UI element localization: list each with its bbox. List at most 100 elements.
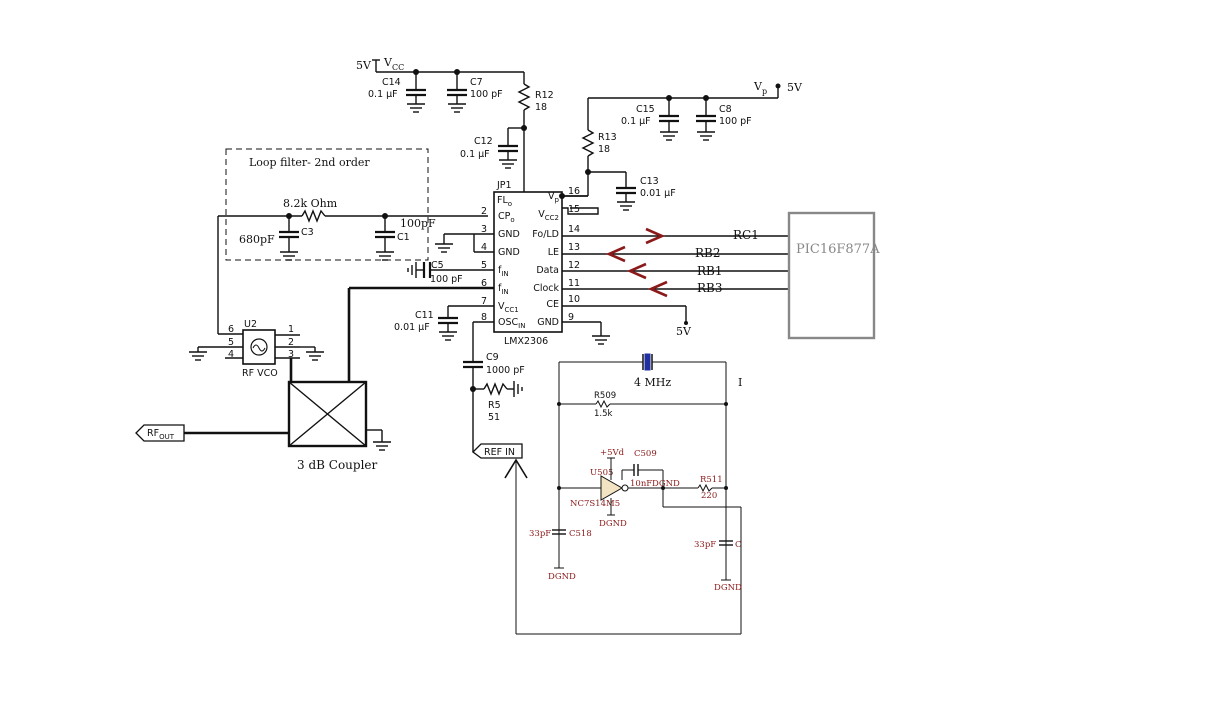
ic-part-number: LMX2306: [504, 336, 548, 347]
loop-resistor-value: 8.2k Ohm: [283, 197, 338, 210]
capacitor-c8: C8 100 pF: [694, 95, 752, 141]
r509-ref: R509: [594, 391, 616, 401]
arrow-right-icon: [645, 227, 666, 245]
signal-rc1: RC1: [733, 228, 759, 242]
vco-pin-3: 3: [288, 349, 294, 360]
coupler-3db: 3 dB Coupler: [184, 288, 392, 472]
ic-pin-6-name: fIN: [498, 283, 509, 296]
capacitor-c7: C7 100 pF: [445, 69, 503, 113]
c-right-gnd: DGND: [714, 583, 742, 593]
c5-value: 100 pF: [430, 274, 463, 285]
ic-pin-2-number: 2: [481, 206, 487, 217]
vcc-volt-label: 5V: [356, 59, 372, 72]
ic-pin-10-number: 10: [568, 294, 580, 305]
ic-pin-2-name: CPo: [498, 211, 515, 224]
vp-label: Vp: [753, 80, 767, 96]
ic-pin-fl-name: FLo: [497, 195, 512, 208]
c-right-ref: C: [735, 540, 742, 550]
control-bus: RC1 RB2 RB1 RB3: [562, 227, 790, 298]
ce-supply-label: 5V: [676, 325, 692, 338]
vcc-label: VCC: [383, 56, 404, 72]
ic-pin-12-name: Data: [536, 265, 559, 276]
ic-pin-7-name: VCC1: [498, 301, 519, 314]
ic-pin-13-number: 13: [568, 242, 580, 253]
r511-value: 220: [701, 491, 717, 501]
r5-ref: R5: [488, 400, 501, 411]
vco-pin-2: 2: [288, 337, 294, 348]
ic-pin-5-number: 5: [481, 260, 487, 271]
c1-value: 100pF: [400, 217, 436, 230]
ic-pin-10-name: CE: [546, 299, 559, 310]
microcontroller-pic16f877a: PIC16F877A: [787, 211, 880, 340]
c3-ref: C3: [301, 227, 314, 238]
ic-pin-9-number: 9: [568, 312, 574, 323]
c11-value: 0.01 µF: [394, 322, 430, 333]
resistor-r12: R12 18: [517, 72, 554, 196]
ic-pin-4-name: GND: [498, 247, 520, 258]
ic-pin-4-number: 4: [481, 242, 487, 253]
c14-ref: C14: [382, 77, 401, 88]
ic-pin-6-number: 6: [481, 278, 487, 289]
capacitor-c12: C12 0.1 µF: [460, 125, 527, 169]
capacitor-c14: C14 0.1 µF: [368, 69, 428, 113]
coupler-label: 3 dB Coupler: [297, 458, 378, 472]
oscillator-icon: [250, 338, 268, 356]
vco-pin-6: 6: [228, 324, 234, 335]
vco-pin-5: 5: [228, 337, 234, 348]
ic-pin-5-name: fIN: [498, 265, 509, 278]
u505-gnd: DGND: [599, 519, 627, 529]
signal-rb3: RB3: [697, 281, 723, 295]
ic-pin-11-name: Clock: [533, 283, 559, 294]
vco-ref: U2: [244, 319, 257, 330]
capacitor-c15: C15 0.1 µF: [621, 95, 681, 141]
c1-ref: C1: [397, 232, 410, 243]
ic-pin-7-number: 7: [481, 296, 487, 307]
ic-pin-3-number: 3: [481, 224, 487, 235]
ic-pin-15-name: VCC2: [538, 209, 559, 222]
signal-rb1: RB1: [697, 264, 723, 278]
c7-value: 100 pF: [470, 89, 503, 100]
r511-ref: R511: [700, 475, 723, 485]
loop-filter: Loop filter- 2nd order 8.2k Ohm C3 680pF…: [217, 148, 488, 335]
vp-supply: Vp 5V: [588, 80, 803, 99]
rf-out-label: RFOUT: [147, 428, 175, 441]
ic-pin-12-number: 12: [568, 260, 580, 271]
c7-ref: C7: [470, 77, 483, 88]
r13-ref: R13: [598, 132, 617, 143]
r5-value: 51: [488, 412, 500, 423]
c9-ref: C9: [486, 352, 499, 363]
c518-ref: C518: [569, 529, 592, 539]
loop-filter-box: [225, 148, 429, 261]
ic-pin-16-name: Vp: [548, 191, 560, 204]
ref-in-label: REF IN: [484, 447, 515, 458]
vp-volt-label: 5V: [787, 81, 803, 94]
arrow-left-icon: [605, 245, 626, 263]
mcu-body: [787, 211, 876, 340]
crystal-frequency: 4 MHz: [634, 376, 671, 389]
c15-ref: C15: [636, 104, 655, 115]
c5-ref: C5: [431, 260, 444, 271]
c9-value: 1000 pF: [486, 365, 525, 376]
signal-rb2: RB2: [695, 246, 721, 260]
ic-pin-9-name: GND: [537, 317, 559, 328]
ic-pin-11-number: 11: [568, 278, 580, 289]
vcc-supply: 5V VCC: [356, 56, 524, 73]
crystal-icon: [644, 353, 651, 371]
c518-value: 33pF: [529, 529, 551, 539]
c12-value: 0.1 µF: [460, 149, 490, 160]
c518-gnd: DGND: [548, 572, 576, 582]
ic-body: [493, 191, 563, 333]
arrow-left-icon: [647, 280, 668, 298]
crystal-oscillator: 4 MHz I R509 1.5k U505 NC7S14M5 +5Vd DGN…: [529, 353, 742, 593]
schmitt-inverter-icon: [600, 475, 624, 501]
osc-side-label: I: [738, 376, 742, 389]
resistor-r13: R13 18: [562, 98, 626, 197]
c13-value: 0.01 µF: [640, 188, 676, 199]
vco-pin-1: 1: [288, 324, 294, 335]
ref-in-port: REF IN: [472, 443, 742, 635]
u505-ref: U505: [590, 468, 613, 478]
r509-value: 1.5k: [594, 409, 613, 419]
